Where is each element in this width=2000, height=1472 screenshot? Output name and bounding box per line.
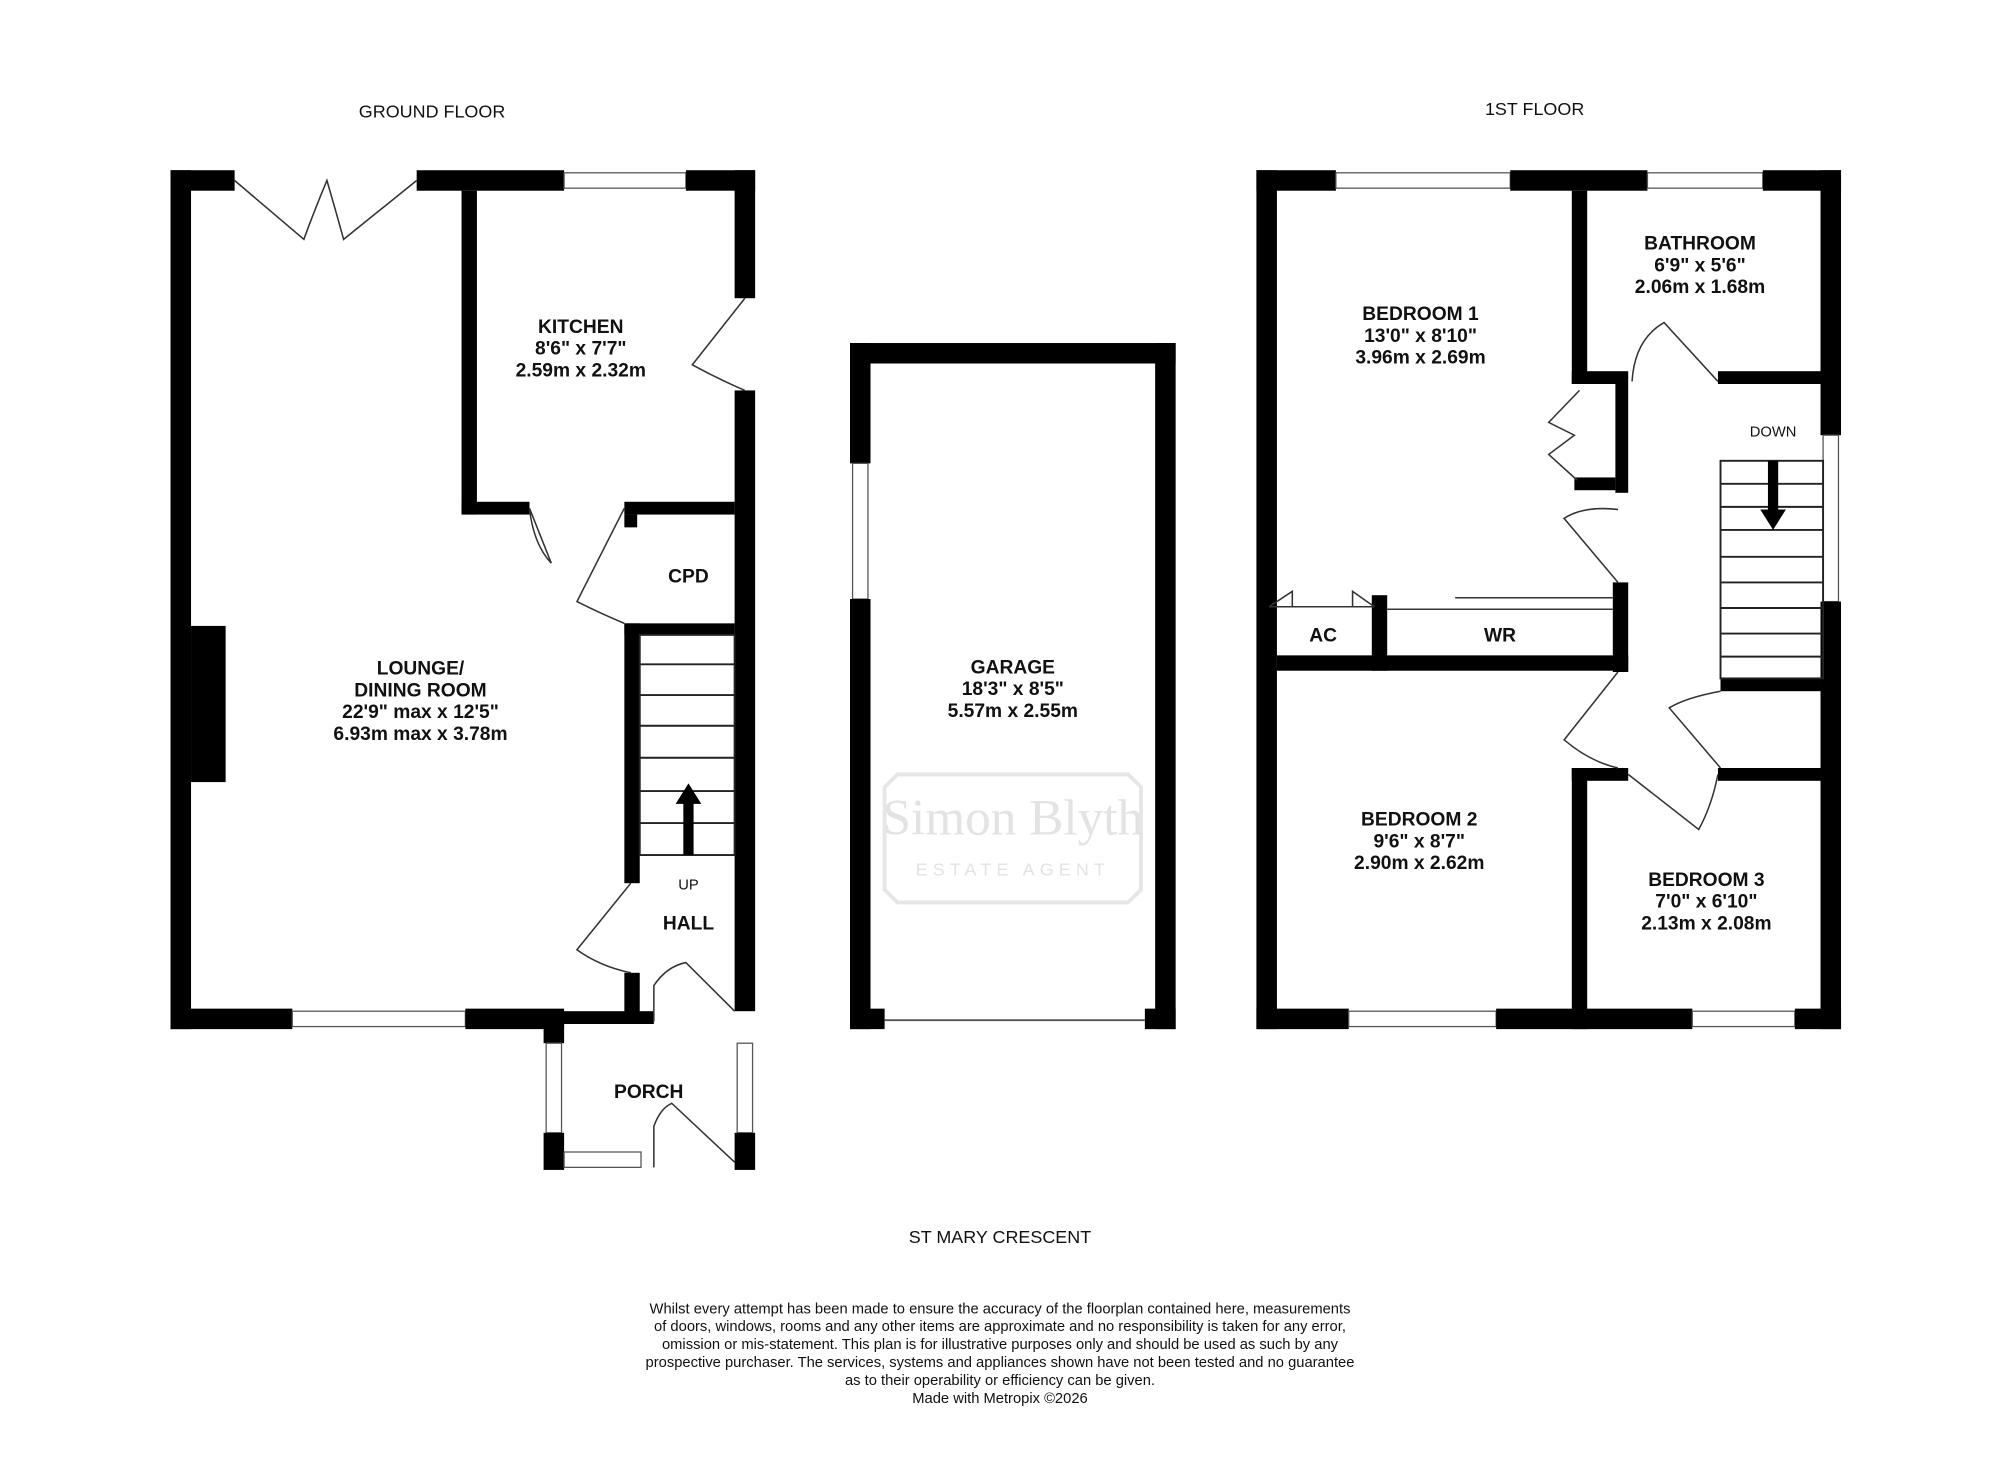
svg-text:prospective purchaser. The ser: prospective purchaser. The services, sys…	[646, 1355, 1355, 1371]
bedroom3-label: BEDROOM 3 7'0" x 6'10" 2.13m x 2.08m	[1641, 870, 1771, 935]
svg-text:2.59m x 2.32m: 2.59m x 2.32m	[516, 360, 646, 381]
porch-label: PORCH	[614, 1082, 683, 1103]
svg-text:7'0" x 6'10": 7'0" x 6'10"	[1655, 892, 1757, 913]
svg-text:BEDROOM 3: BEDROOM 3	[1648, 870, 1764, 891]
svg-text:9'6" x 8'7": 9'6" x 8'7"	[1373, 831, 1464, 852]
svg-text:2.13m x 2.08m: 2.13m x 2.08m	[1641, 913, 1771, 934]
svg-text:2.06m x 1.68m: 2.06m x 1.68m	[1635, 277, 1765, 298]
svg-text:BATHROOM: BATHROOM	[1644, 234, 1756, 255]
stairs-up-label: UP	[678, 878, 699, 894]
watermark-logo: Simon Blyth ESTATE AGENT	[882, 772, 1143, 905]
svg-text:5.57m x 2.55m: 5.57m x 2.55m	[948, 701, 1078, 722]
first-floor-heading: 1ST FLOOR	[1485, 99, 1584, 119]
svg-text:8'6" x 7'7": 8'6" x 7'7"	[535, 339, 626, 360]
stairs-down-arrow-icon	[1760, 460, 1786, 530]
garage-label: GARAGE 18'3" x 8'5" 5.57m x 2.55m	[948, 657, 1078, 722]
svg-text:ESTATE AGENT: ESTATE AGENT	[916, 860, 1110, 880]
svg-text:GARAGE: GARAGE	[971, 657, 1056, 678]
bathroom-label: BATHROOM 6'9" x 5'6" 2.06m x 1.68m	[1635, 234, 1765, 299]
fireplace	[191, 625, 226, 783]
bedroom2-label: BEDROOM 2 9'6" x 8'7" 2.90m x 2.62m	[1354, 810, 1484, 875]
svg-text:LOUNGE/: LOUNGE/	[377, 659, 465, 680]
disclaimer: Whilst every attempt has been made to en…	[646, 1301, 1355, 1407]
svg-text:KITCHEN: KITCHEN	[538, 317, 623, 338]
hall-label: HALL	[663, 913, 715, 934]
svg-text:Made with Metropix ©2026: Made with Metropix ©2026	[912, 1391, 1087, 1407]
svg-text:omission or mis-statement. Thi: omission or mis-statement. This plan is …	[662, 1337, 1339, 1353]
svg-text:BEDROOM 1: BEDROOM 1	[1362, 304, 1479, 325]
ac-label: AC	[1309, 625, 1337, 646]
wr-label: WR	[1484, 625, 1516, 646]
street-name: ST MARY CRESCENT	[909, 1227, 1091, 1247]
svg-text:Whilst every attempt has been: Whilst every attempt has been made to en…	[650, 1301, 1351, 1317]
cpd-label: CPD	[668, 566, 709, 587]
ground-floor-walls	[170, 170, 756, 1170]
svg-text:BEDROOM 2: BEDROOM 2	[1361, 810, 1477, 831]
bedroom1-label: BEDROOM 1 13'0" x 8'10" 3.96m x 2.69m	[1355, 304, 1485, 369]
svg-text:DINING ROOM: DINING ROOM	[354, 680, 486, 701]
svg-text:6'9" x 5'6": 6'9" x 5'6"	[1654, 255, 1745, 276]
ground-floor-heading: GROUND FLOOR	[359, 102, 506, 122]
svg-text:6.93m max x 3.78m: 6.93m max x 3.78m	[333, 724, 507, 745]
svg-text:2.90m x 2.62m: 2.90m x 2.62m	[1354, 853, 1484, 874]
svg-text:3.96m x 2.69m: 3.96m x 2.69m	[1355, 348, 1485, 369]
svg-text:as to their operability or eff: as to their operability or efficiency ca…	[845, 1373, 1155, 1389]
stairs-up-arrow-icon	[675, 783, 702, 856]
stairs-down-label: DOWN	[1750, 424, 1797, 440]
kitchen-label: KITCHEN 8'6" x 7'7" 2.59m x 2.32m	[516, 317, 646, 382]
svg-text:Simon Blyth: Simon Blyth	[882, 790, 1143, 847]
first-floor-walls	[1256, 170, 1842, 1030]
garage-walls	[850, 343, 1176, 1030]
svg-text:18'3" x 8'5": 18'3" x 8'5"	[962, 679, 1064, 700]
svg-text:13'0" x 8'10": 13'0" x 8'10"	[1364, 326, 1477, 347]
svg-text:of doors, windows, rooms and a: of doors, windows, rooms and any other i…	[654, 1319, 1346, 1335]
svg-text:22'9" max x 12'5": 22'9" max x 12'5"	[342, 702, 499, 723]
lounge-label: LOUNGE/ DINING ROOM 22'9" max x 12'5" 6.…	[333, 659, 507, 745]
